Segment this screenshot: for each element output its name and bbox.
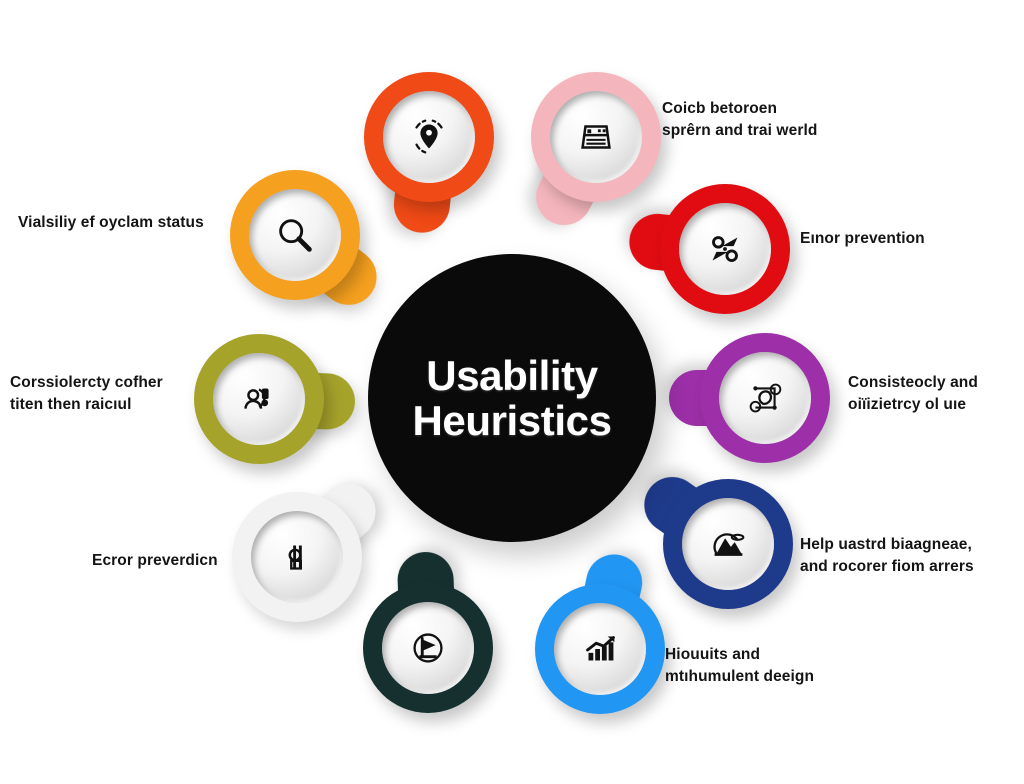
label-consistency-rather-than-recall: Corssiolercty cofher titen then raicıul	[10, 374, 163, 413]
node-visibility-of-system-status[interactable]	[230, 170, 388, 317]
label-aesthetic-and-minimalist-design: Hiouuits and mtıhumulent deeign	[665, 646, 815, 685]
pin-icon-disc	[383, 91, 475, 183]
label-consistency-and-efficiency-of-use: Consisteocly and oiïizietrcy ol uıe	[848, 374, 978, 413]
location-pin-icon	[415, 119, 443, 154]
node-aesthetic-and-minimalist-design[interactable]	[535, 549, 665, 714]
magnifier-icon	[279, 219, 312, 252]
label-match-between-system-and-real-world: Coicb betoroen sprêrn and trai werld	[662, 100, 818, 139]
scissors-icon	[712, 236, 738, 262]
center-hub: Usability Heuristics	[368, 254, 656, 542]
center-title-line-2: Heuristics	[412, 397, 612, 444]
cycle-diagram-icon	[749, 383, 782, 413]
label-visibility-of-system-status: Vialsiliy ef oyclam status	[18, 214, 204, 231]
document-list-icon	[581, 125, 611, 149]
label-error-prevention-left: Ecror preverdicn	[92, 552, 218, 569]
mountain-landscape-icon	[713, 533, 745, 556]
node-error-prevention-left[interactable]	[232, 471, 388, 622]
pin-icon-disc	[682, 498, 774, 590]
bar-chart-growth-icon	[586, 636, 615, 661]
pin-icon-disc	[679, 203, 771, 295]
node-match-between-system-and-real-world[interactable]	[526, 72, 661, 235]
people-group-icon	[244, 388, 269, 409]
flag-circle-icon	[413, 633, 443, 663]
person-icon	[288, 545, 302, 570]
pin-icon-disc	[550, 91, 642, 183]
node-error-prevention-right[interactable]	[626, 184, 790, 314]
node-dark-node[interactable]	[363, 551, 493, 713]
pin-icon-disc	[554, 603, 646, 695]
label-help-users-diagnose-and-recover-from-errors: Help uastrd biaagneae, and rocorer fiom …	[800, 536, 974, 575]
center-title-line-1: Usability	[426, 351, 598, 399]
node-location-marker[interactable]	[364, 72, 494, 236]
pin-icon-disc	[251, 511, 343, 603]
node-consistency-rather-than-recall[interactable]	[194, 334, 356, 464]
pin-icon-disc	[249, 189, 341, 281]
pin-icon-disc	[382, 602, 474, 694]
label-error-prevention-right: Eınor prevention	[800, 230, 925, 247]
pin-icon-disc	[213, 353, 305, 445]
pin-icon-disc	[719, 352, 811, 444]
node-consistency-and-efficiency-of-use[interactable]	[669, 333, 830, 463]
node-help-users-diagnose-and-recover-from-errors[interactable]	[633, 466, 793, 609]
